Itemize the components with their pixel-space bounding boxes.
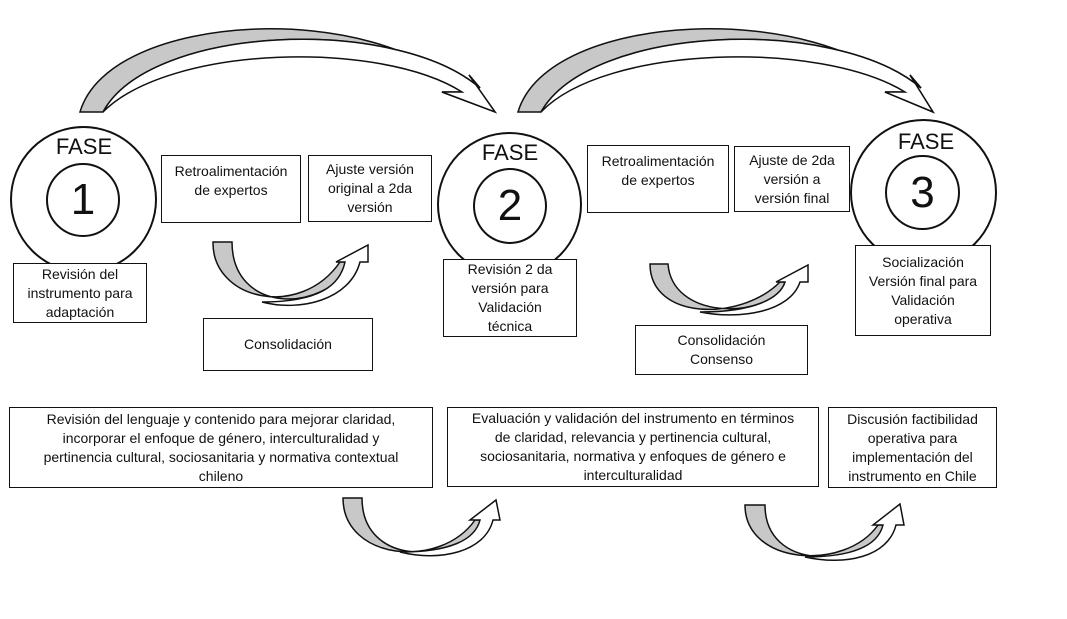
box-consolidacion-1: Consolidación [203,318,373,371]
box-bottom-phase-2: Evaluación y validación del instrumento … [447,407,819,487]
u-arrow-1 [212,241,369,307]
phase-1-label: FASE [55,134,113,159]
box-revision-2: Revisión 2 da versión para Validación té… [443,259,577,337]
phase-3-inner-circle [885,155,960,230]
text-ajuste-1: Ajuste versión original a 2da versión [326,161,414,215]
box-ajuste-1: Ajuste versión original a 2da versión [308,155,432,222]
text-ajuste-2: Ajuste de 2da versión a versión final [749,151,835,206]
phase-1-inner-circle [46,163,120,237]
box-consolidacion-2: Consolidación Consenso [635,325,808,375]
u-arrow-bottom-1 [342,497,501,557]
u-arrow-2 [649,263,809,316]
box-retroalimentacion-1: Retroalimentación de expertos [161,155,301,223]
u-arrow-bottom-2 [744,502,905,561]
phase-1-number: 1 [70,175,96,224]
text-bottom-phase-3: Discusión factibilidad operativa para im… [847,410,978,484]
text-consolidacion-1: Consolidación [244,336,332,352]
box-revision-instrumento: Revisión del instrumento para adaptación [13,263,147,323]
text-socializacion: Socialización Versión final para Validac… [868,253,978,327]
phase-2-number: 2 [497,181,523,230]
box-retroalimentacion-2: Retroalimentación de expertos [587,145,729,213]
curved-arrow-phase1-to-phase2 [78,28,498,114]
box-bottom-phase-1: Revisión del lenguaje y contenido para m… [9,407,433,488]
text-revision-instrumento: Revisión del instrumento para adaptación [27,265,133,320]
box-bottom-phase-3: Discusión factibilidad operativa para im… [828,407,997,488]
text-retroalimentacion-1: Retroalimentación de expertos [174,163,288,198]
text-revision-2: Revisión 2 da versión para Validación té… [467,261,553,334]
phase-3-number: 3 [910,167,935,217]
text-consolidacion-2: Consolidación Consenso [677,332,766,367]
text-retroalimentacion-2: Retroalimentación de expertos [601,153,715,188]
phase-2-inner-circle [473,168,547,244]
box-socializacion: Socialización Versión final para Validac… [855,245,991,336]
text-bottom-phase-2: Evaluación y validación del instrumento … [471,410,795,483]
text-bottom-phase-1: Revisión del lenguaje y contenido para m… [43,410,399,484]
phase-2-label: FASE [481,140,539,165]
box-ajuste-2: Ajuste de 2da versión a versión final [734,146,850,212]
curved-arrow-phase2-to-phase3 [516,28,935,114]
phase-3-label: FASE [897,129,955,154]
